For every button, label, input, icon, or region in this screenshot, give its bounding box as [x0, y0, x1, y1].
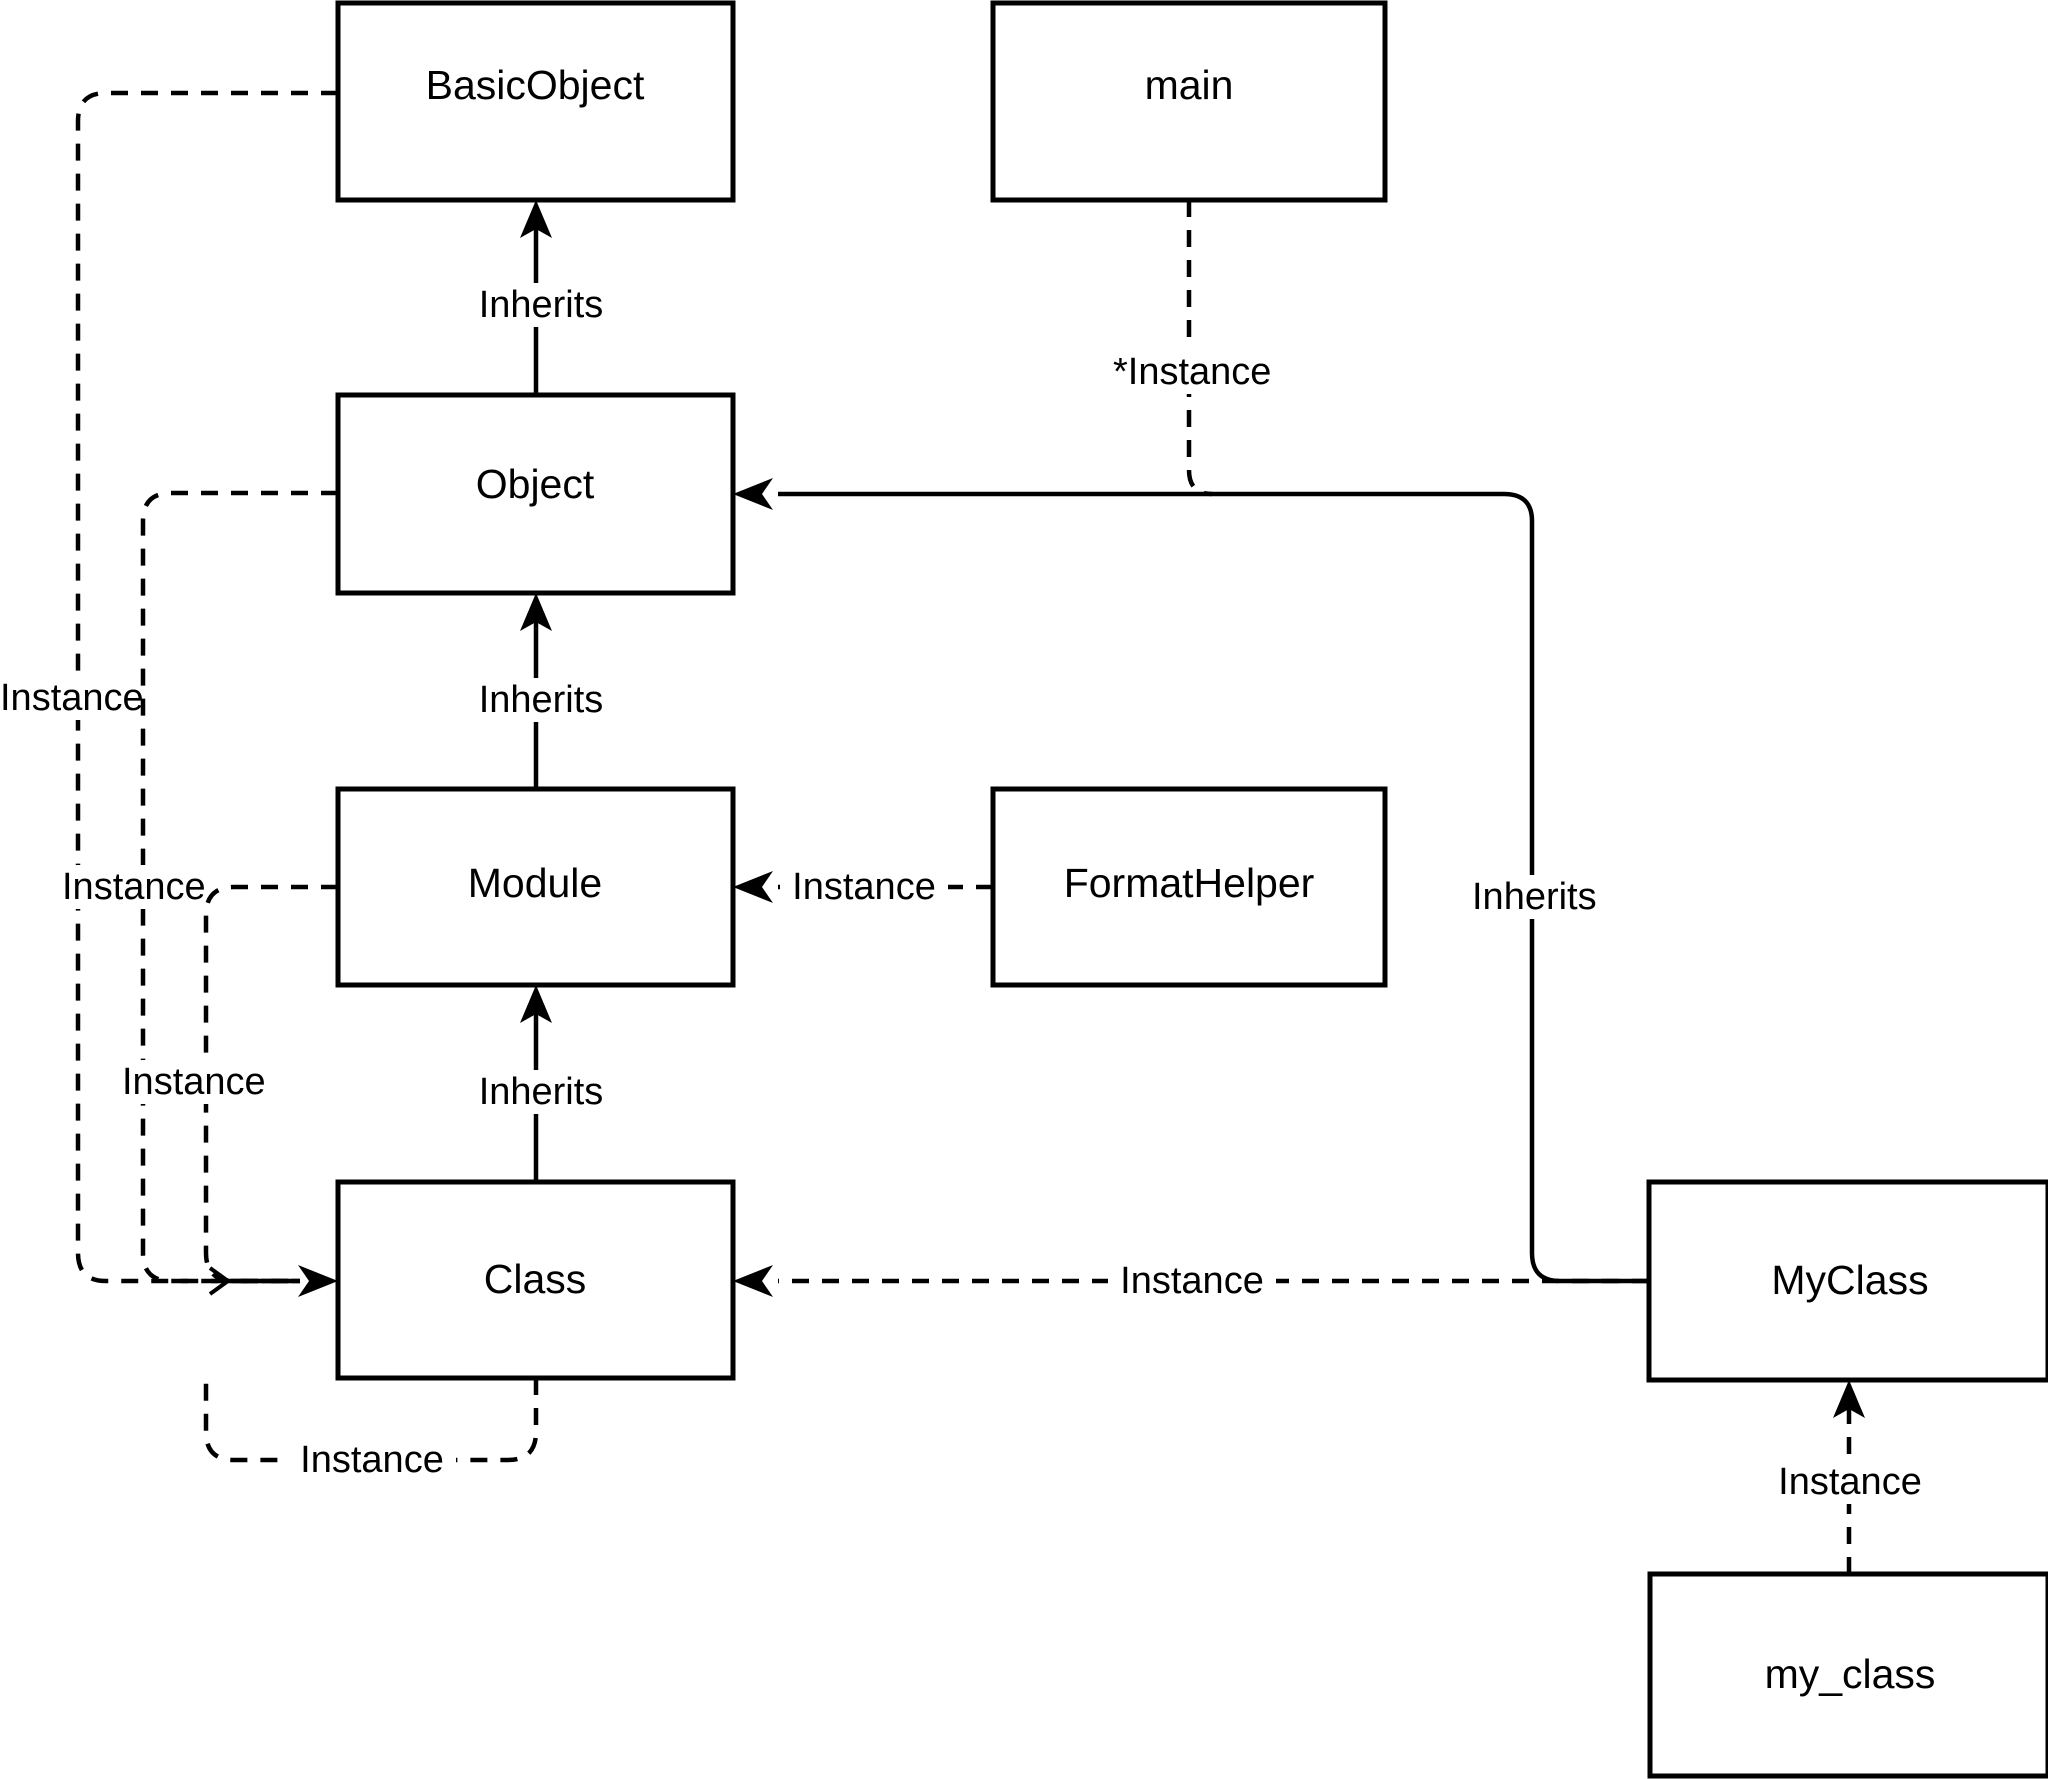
- node-box[interactable]: [1646, 1179, 2048, 1383]
- edge-label-instance: *Instance: [1113, 351, 1271, 393]
- node-class[interactable]: Class: [335, 1179, 736, 1381]
- node-my-class-instance[interactable]: my_class: [1647, 1571, 2048, 1779]
- edge-instances-merge-into-class: [208, 1265, 338, 1297]
- edge-label-instance: Instance: [792, 866, 936, 908]
- node-format-helper[interactable]: FormatHelper: [990, 786, 1388, 988]
- edge-line: [1186, 200, 1213, 497]
- edge-label-inherits: Inherits: [479, 284, 604, 326]
- edge-label-inherits: Inherits: [479, 1071, 604, 1113]
- node-main[interactable]: main: [990, 0, 1388, 203]
- node-box[interactable]: [335, 0, 736, 203]
- node-object[interactable]: Object: [335, 392, 736, 596]
- edge-main-instance-object: *Instance: [1108, 200, 1298, 497]
- edge-basicobject-instance-class: Instance: [0, 90, 338, 1284]
- edge-line: [203, 1378, 539, 1463]
- node-box[interactable]: [335, 786, 736, 988]
- arrow-head-filled: [520, 985, 552, 1023]
- edge-class-instance-class: Instance: [203, 1378, 539, 1482]
- label-backdrop: [1467, 875, 1632, 919]
- arrow-head-filled: [733, 871, 773, 903]
- node-box[interactable]: [990, 0, 1388, 203]
- edge-formathelper-instance-module: Instance: [733, 865, 993, 909]
- edge-myclass-inherits-object: Inherits: [733, 478, 1649, 1284]
- node-box[interactable]: [990, 786, 1388, 988]
- label-backdrop: [458, 678, 623, 722]
- arrow-head-filled: [733, 478, 773, 510]
- node-label-my-class: MyClass: [1771, 1257, 1928, 1303]
- label-backdrop: [1108, 1259, 1276, 1303]
- label-backdrop: [0, 676, 164, 720]
- node-label-format-helper: FormatHelper: [1064, 860, 1315, 906]
- node-label-basic-object: BasicObject: [426, 62, 645, 108]
- label-backdrop: [458, 283, 623, 327]
- label-backdrop: [458, 1070, 623, 1114]
- label-backdrop: [1766, 1460, 1934, 1504]
- arrow-head-filled: [1833, 1380, 1865, 1418]
- arrow-head-filled: [298, 1265, 338, 1297]
- arrow-head-filled: [733, 1265, 773, 1297]
- edge-myclassobj-instance-myclass: Instance: [1766, 1380, 1934, 1574]
- label-backdrop: [288, 1438, 456, 1482]
- node-module[interactable]: Module: [335, 786, 736, 988]
- edge-object-instance-class: Instance: [58, 490, 338, 1284]
- arrow-head-filled: [520, 200, 552, 238]
- edge-label-inherits: Inherits: [1472, 876, 1597, 918]
- label-backdrop: [1108, 350, 1298, 394]
- edge-module-inherits-object: Inherits: [458, 593, 623, 789]
- edge-myclass-instance-class: Instance: [733, 1259, 1649, 1303]
- edge-label-instance: Instance: [1778, 1461, 1922, 1503]
- edge-label-instance: Instance: [300, 1439, 444, 1481]
- label-backdrop: [58, 865, 226, 909]
- node-basic-object[interactable]: BasicObject: [335, 0, 736, 203]
- node-my-class[interactable]: MyClass: [1646, 1179, 2048, 1383]
- label-backdrop: [780, 865, 948, 909]
- edge-class-inherits-module: Inherits: [458, 985, 623, 1182]
- edge-label-inherits: Inherits: [479, 679, 604, 721]
- edge-object-inherits-basicobject: Inherits: [458, 200, 623, 395]
- edge-label-instance: Instance: [1120, 1260, 1264, 1302]
- edge-label-instance: Instance: [122, 1061, 266, 1103]
- node-label-class: Class: [484, 1256, 587, 1302]
- node-label-main: main: [1145, 62, 1234, 108]
- node-label-object: Object: [476, 461, 595, 507]
- node-label-module: Module: [468, 860, 602, 906]
- node-label-my-class-instance: my_class: [1765, 1651, 1936, 1697]
- node-box[interactable]: [1647, 1571, 2048, 1779]
- arrow-head-filled: [520, 593, 552, 631]
- edge-label-instance: Instance: [0, 677, 144, 719]
- node-box[interactable]: [335, 392, 736, 596]
- arrow-head-open: [208, 1266, 232, 1296]
- node-box[interactable]: [335, 1179, 736, 1381]
- label-backdrop: [118, 1060, 286, 1104]
- edge-label-instance: Instance: [62, 866, 206, 908]
- edge-module-instance-class: Instance: [118, 884, 338, 1284]
